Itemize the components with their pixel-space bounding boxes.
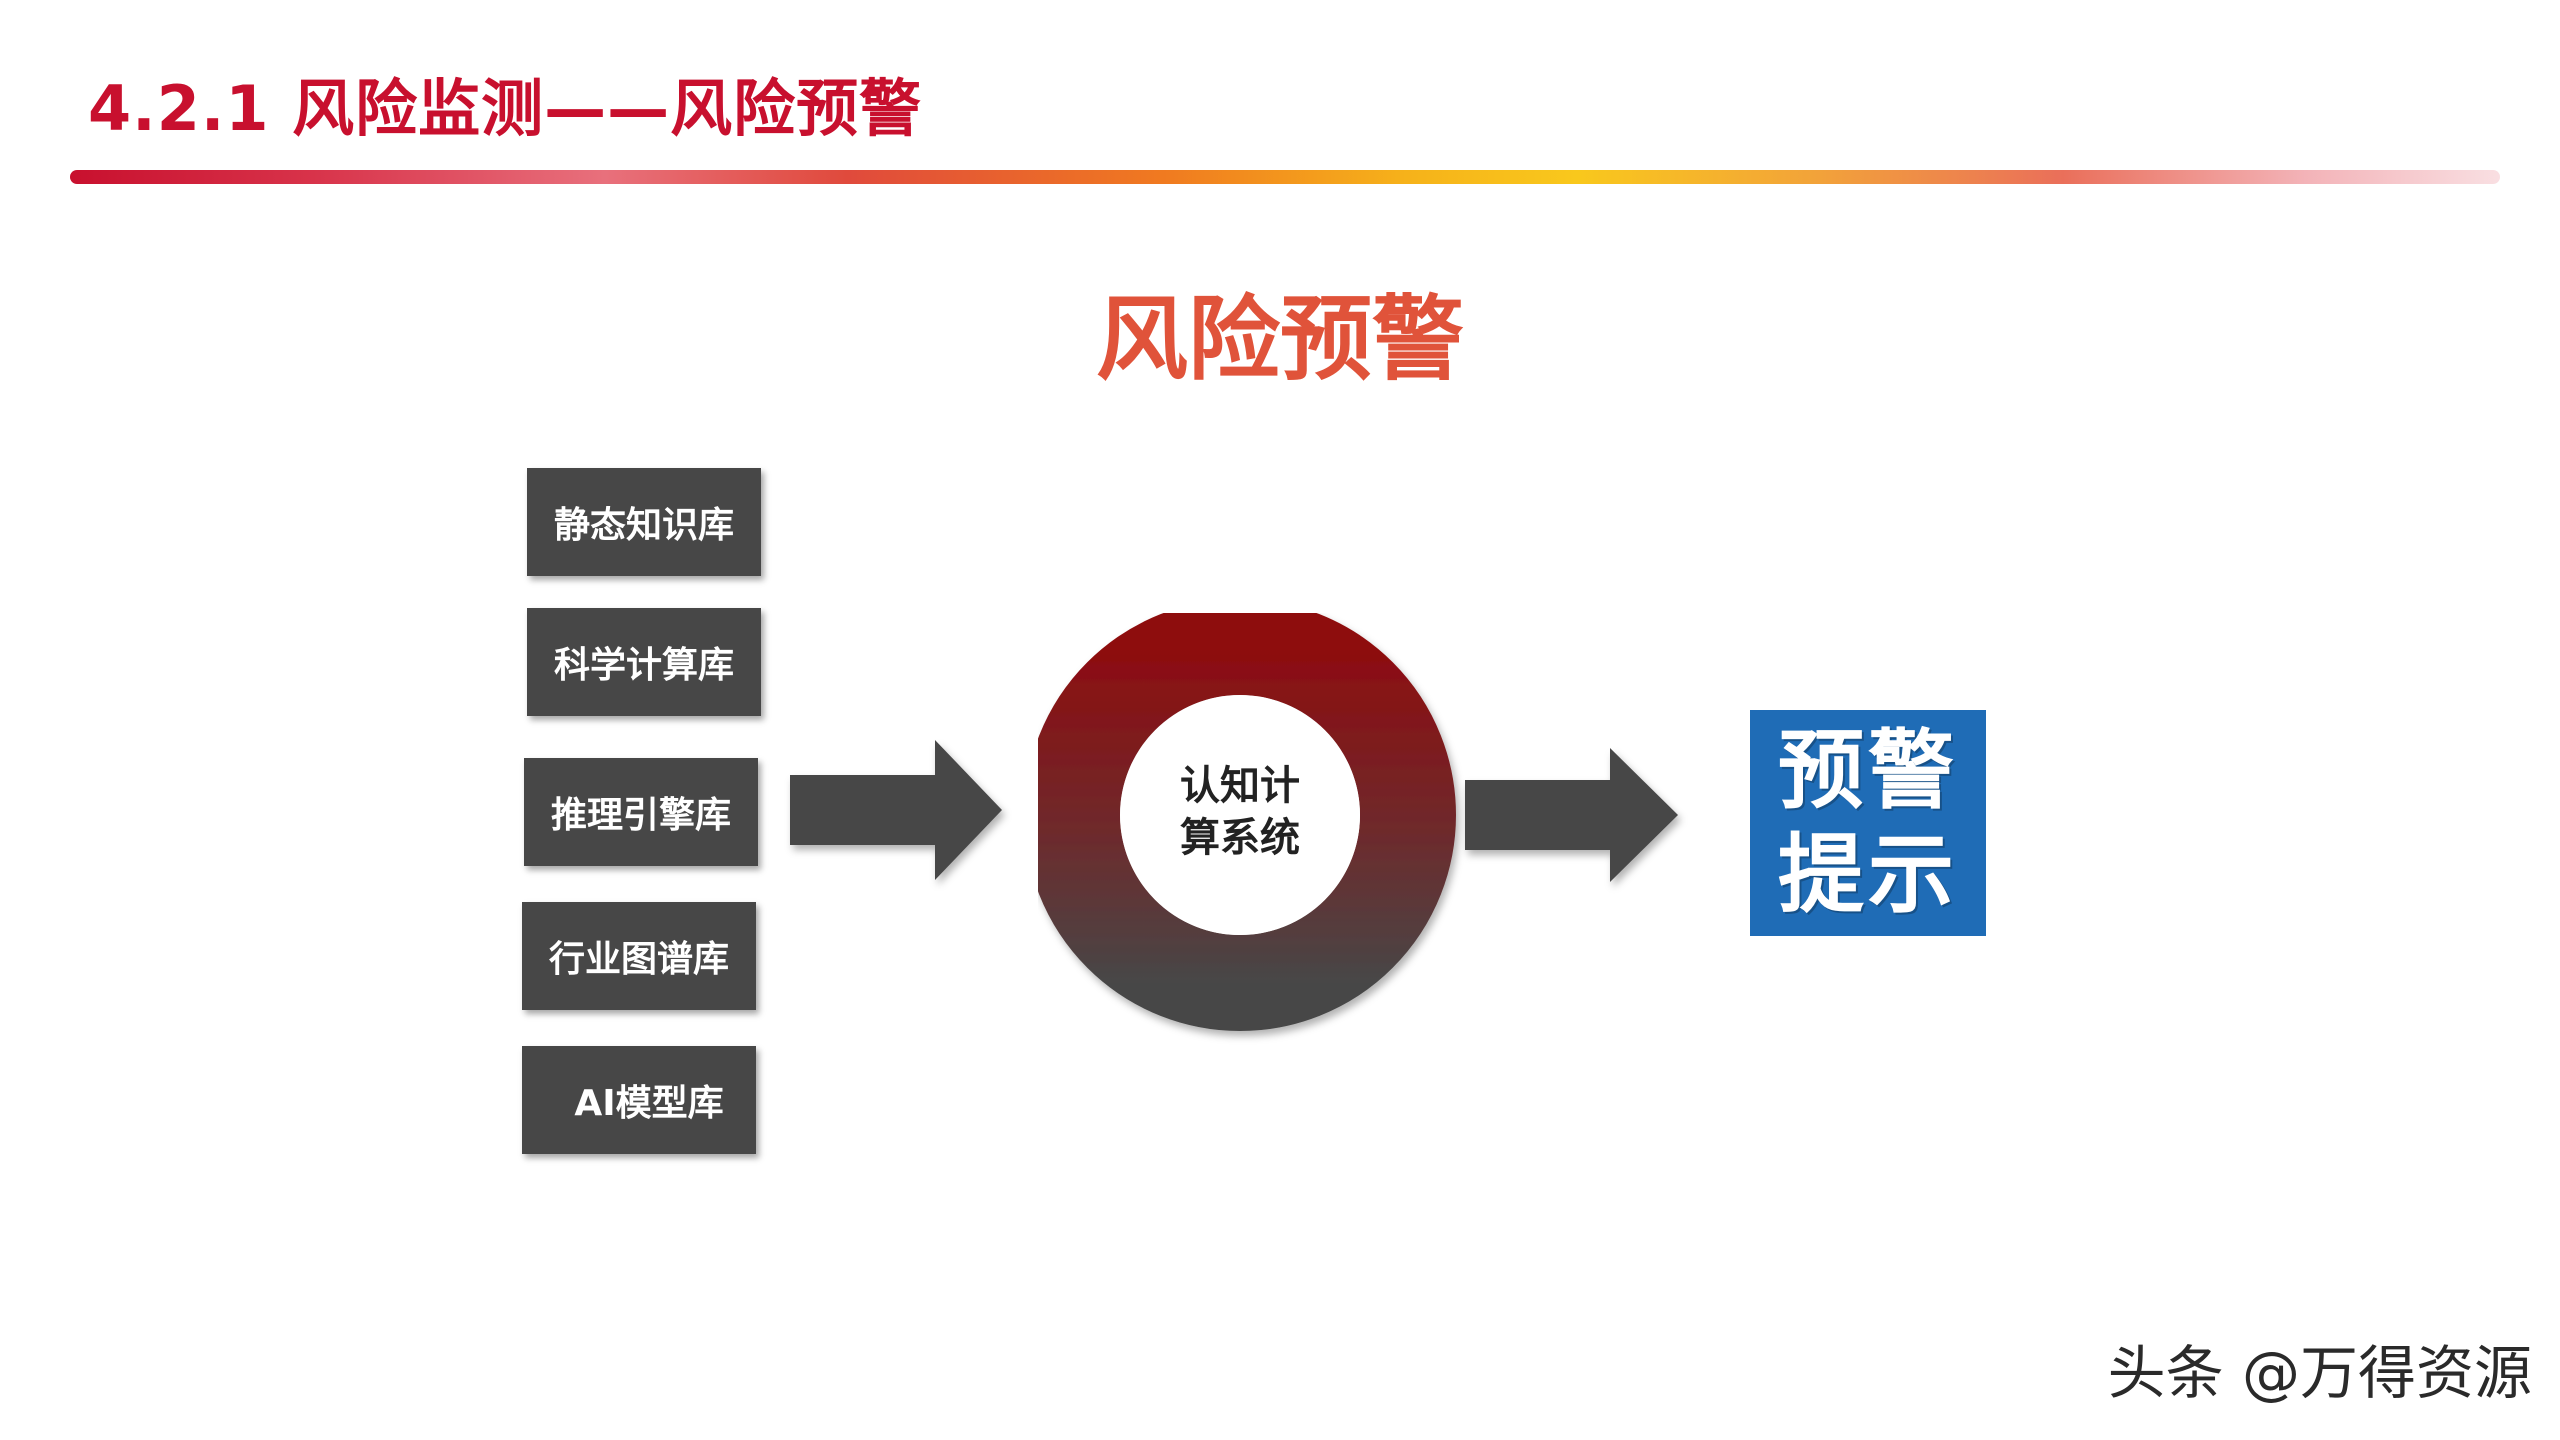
warning-output-line2: 提示 <box>1778 825 1958 925</box>
knowledge-base-scientific: 科学计算库 <box>527 608 761 716</box>
ring-inner-disc <box>1120 695 1360 935</box>
input-arrow <box>790 740 1002 880</box>
cognitive-ring <box>1024 599 1456 1031</box>
output-arrow <box>1465 748 1678 882</box>
knowledge-base-static: 静态知识库 <box>527 468 761 576</box>
main-title: 风险预警 <box>1095 286 1464 393</box>
watermark: 头条 @万得资源 <box>2107 1339 2532 1407</box>
cognitive-system-line2: 算系统 <box>1180 815 1300 861</box>
knowledge-base-industry-graph: 行业图谱库 <box>522 902 756 1010</box>
warning-output-box: 预警 提示 <box>1750 710 1986 936</box>
warning-output-line1: 预警 <box>1778 721 1958 821</box>
knowledge-base-inference: 推理引擎库 <box>524 758 758 866</box>
cognitive-system-label: 认知计 算系统 <box>1140 760 1340 864</box>
header-title: 4.2.1 风险监测——风险预警 <box>88 72 923 145</box>
cognitive-system-line1: 认知计 <box>1180 763 1300 809</box>
knowledge-base-ai-model: AI模型库 <box>522 1046 756 1154</box>
header-divider-bar <box>70 170 2500 184</box>
